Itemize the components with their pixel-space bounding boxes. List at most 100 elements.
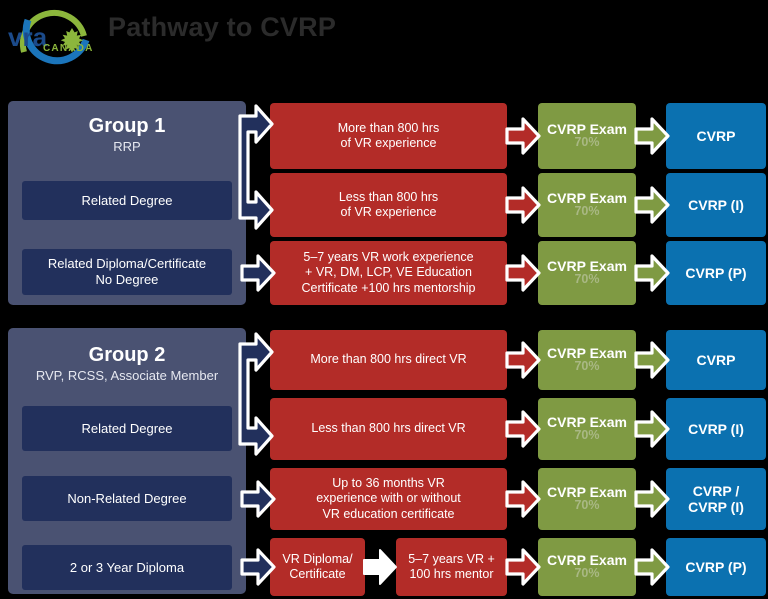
- logo-blue-arc: [22, 18, 90, 65]
- g2-row3-green-arrow: [634, 478, 670, 520]
- red-arrow-icon: [505, 410, 541, 448]
- result-text: CVRP (P): [685, 558, 747, 575]
- sub-box-label: 2 or 3 Year Diploma: [69, 559, 185, 575]
- sub-box-label: Non-Related Degree: [67, 490, 187, 506]
- g1-connector-bracket: [236, 104, 276, 245]
- green-arrow-icon: [634, 341, 670, 379]
- navy-arrow-icon: [240, 254, 276, 292]
- exam-percent: 70%: [574, 428, 600, 443]
- exam-percent: 70%: [574, 498, 600, 513]
- g2-row3-result-box[interactable]: CVRP /CVRP (I): [666, 468, 766, 530]
- g2-row1-result-box[interactable]: CVRP: [666, 330, 766, 390]
- logo-canada-text: CANADA: [43, 43, 94, 54]
- group-2-title: Group 2: [88, 344, 166, 366]
- exam-label: CVRP Exam: [547, 189, 627, 206]
- g2-row3-red-arrow: [505, 478, 541, 520]
- g2-row4-exam-box[interactable]: CVRP Exam 70%: [538, 538, 636, 596]
- page-title: Pathway to CVRP: [108, 12, 337, 42]
- result-text: CVRP (P): [685, 264, 747, 281]
- group-2-sub-box-non-related-degree[interactable]: Non-Related Degree: [22, 476, 232, 521]
- navy-bracket-arrow-icon: [238, 332, 274, 456]
- sub-box-label: Related Degree: [81, 192, 173, 208]
- g1-row1-exam-box[interactable]: CVRP Exam 70%: [538, 103, 636, 169]
- g2-connector-bracket: [236, 332, 276, 469]
- g2-row3-exam-box[interactable]: CVRP Exam 70%: [538, 468, 636, 530]
- g1-row2-green-arrow: [634, 184, 670, 226]
- maple-leaf-icon: [60, 28, 84, 53]
- logo-wordmark: vra: [8, 22, 48, 52]
- red-arrow-icon: [505, 186, 541, 224]
- green-arrow-icon: [634, 254, 670, 292]
- green-arrow-icon: [634, 117, 670, 155]
- group-1-panel: Group 1 RRP Related Degree Related Diplo…: [8, 101, 246, 305]
- g2-row4-result-box[interactable]: CVRP (P): [666, 538, 766, 596]
- red-arrow-icon: [505, 341, 541, 379]
- g1-row3-result-box[interactable]: CVRP (P): [666, 241, 766, 305]
- requirement-text: VR Diploma/Certificate: [282, 551, 353, 581]
- requirement-text: 5–7 years VR work experience+ VR, DM, LC…: [301, 250, 476, 295]
- g2-row2-result-box[interactable]: CVRP (I): [666, 398, 766, 460]
- g2-row1-requirement-box[interactable]: More than 800 hrs direct VR: [270, 330, 507, 390]
- group-1-heading: Group 1 RRP: [8, 115, 246, 156]
- g2-row2-requirement-box[interactable]: Less than 800 hrs direct VR: [270, 398, 507, 460]
- g2-row4-red-arrow: [505, 546, 541, 588]
- group-2-sub-box-related-degree[interactable]: Related Degree: [22, 406, 232, 451]
- result-text: CVRP (I): [688, 196, 744, 213]
- red-arrow-icon: [505, 254, 541, 292]
- g1-row3-requirement-box[interactable]: 5–7 years VR work experience+ VR, DM, LC…: [270, 241, 507, 305]
- green-arrow-icon: [634, 410, 670, 448]
- group-1-sub-box-related-degree[interactable]: Related Degree: [22, 181, 232, 220]
- g2-row4-requirement-box-a[interactable]: VR Diploma/Certificate: [270, 538, 365, 596]
- group-2-subtitle: RVP, RCSS, Associate Member: [35, 368, 219, 384]
- navy-arrow-icon: [240, 548, 276, 586]
- result-text: CVRP: [696, 127, 736, 144]
- g1-row2-exam-box[interactable]: CVRP Exam 70%: [538, 173, 636, 237]
- group-2-heading: Group 2 RVP, RCSS, Associate Member: [8, 344, 246, 385]
- exam-label: CVRP Exam: [547, 413, 627, 430]
- white-arrow-icon: [363, 549, 397, 585]
- g2-row1-exam-box[interactable]: CVRP Exam 70%: [538, 330, 636, 390]
- g2-row2-exam-box[interactable]: CVRP Exam 70%: [538, 398, 636, 460]
- exam-percent: 70%: [574, 359, 600, 374]
- group-1-title: Group 1: [88, 115, 166, 137]
- requirement-text: 5–7 years VR +100 hrs mentor: [408, 551, 495, 581]
- g2-row4-requirement-box-b[interactable]: 5–7 years VR +100 hrs mentor: [396, 538, 507, 596]
- logo-svg: vra CANADA: [8, 9, 94, 65]
- g1-row3-exam-box[interactable]: CVRP Exam 70%: [538, 241, 636, 305]
- group-1-subtitle: RRP: [113, 139, 141, 155]
- g1-row3-green-arrow: [634, 252, 670, 294]
- exam-percent: 70%: [574, 272, 600, 287]
- requirement-text: Less than 800 hrs direct VR: [311, 421, 466, 436]
- g1-row1-red-arrow: [505, 115, 541, 157]
- navy-arrow-icon: [240, 480, 276, 518]
- g2-row4-green-arrow: [634, 546, 670, 588]
- exam-percent: 70%: [574, 135, 600, 150]
- navy-bracket-arrow-icon: [238, 104, 274, 230]
- exam-percent: 70%: [574, 204, 600, 219]
- g2-row1-green-arrow: [634, 339, 670, 381]
- group-2-sub-box-diploma[interactable]: 2 or 3 Year Diploma: [22, 545, 232, 590]
- g2-row3-navy-arrow: [240, 478, 276, 520]
- vra-canada-logo: vra CANADA: [6, 6, 102, 68]
- g1-row2-result-box[interactable]: CVRP (I): [666, 173, 766, 237]
- sub-box-label: Related Degree: [81, 420, 173, 436]
- exam-percent: 70%: [574, 566, 600, 581]
- g1-row3-red-arrow: [505, 252, 541, 294]
- g1-row1-green-arrow: [634, 115, 670, 157]
- exam-label: CVRP Exam: [547, 257, 627, 274]
- result-text: CVRP /CVRP (I): [688, 482, 744, 515]
- exam-label: CVRP Exam: [547, 120, 627, 137]
- g1-row1-result-box[interactable]: CVRP: [666, 103, 766, 169]
- red-arrow-icon: [505, 117, 541, 155]
- logo-green-arc: [19, 9, 87, 53]
- g2-row2-red-arrow: [505, 408, 541, 450]
- exam-label: CVRP Exam: [547, 551, 627, 568]
- result-text: CVRP (I): [688, 420, 744, 437]
